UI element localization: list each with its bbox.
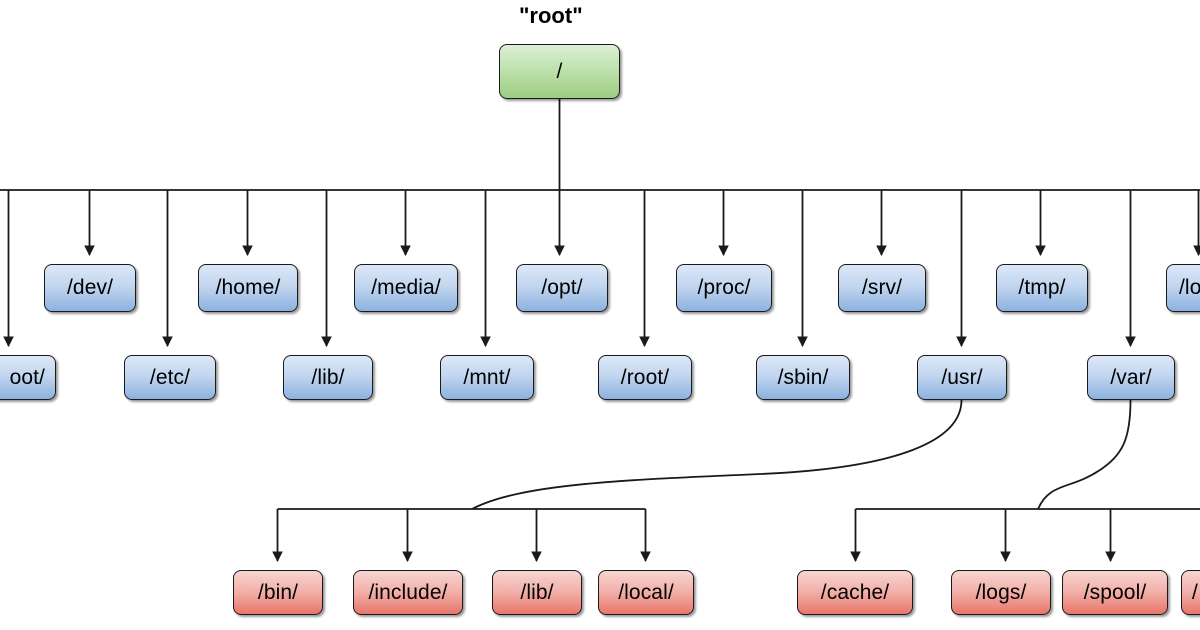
node-lost-found[interactable]: /lo <box>1166 264 1200 312</box>
node-var[interactable]: /var/ <box>1087 355 1175 400</box>
node-root-dir[interactable]: /root/ <box>598 355 692 400</box>
node-usr-local[interactable]: /local/ <box>598 570 694 615</box>
node-tmp[interactable]: /tmp/ <box>996 264 1088 312</box>
node-var-logs[interactable]: /logs/ <box>951 570 1051 615</box>
node-sbin[interactable]: /sbin/ <box>756 355 850 400</box>
node-var-last[interactable]: / <box>1181 570 1200 615</box>
node-home[interactable]: /home/ <box>198 264 298 312</box>
node-usr[interactable]: /usr/ <box>917 355 1007 400</box>
node-usr-include[interactable]: /include/ <box>353 570 463 615</box>
edge-var-to-children <box>1037 399 1132 510</box>
node-usr-lib[interactable]: /lib/ <box>492 570 582 615</box>
node-proc[interactable]: /proc/ <box>676 264 772 312</box>
node-var-spool[interactable]: /spool/ <box>1062 570 1168 615</box>
node-srv[interactable]: /srv/ <box>838 264 926 312</box>
node-root[interactable]: / <box>499 44 620 99</box>
node-var-cache[interactable]: /cache/ <box>797 570 913 615</box>
edge-usr-to-children <box>471 399 963 510</box>
node-lib[interactable]: /lib/ <box>283 355 373 400</box>
root-caption: "root" <box>519 3 583 28</box>
node-dev[interactable]: /dev/ <box>44 264 136 312</box>
node-usr-bin[interactable]: /bin/ <box>233 570 323 615</box>
node-media[interactable]: /media/ <box>354 264 458 312</box>
node-opt[interactable]: /opt/ <box>516 264 608 312</box>
node-mnt[interactable]: /mnt/ <box>440 355 534 400</box>
node-etc[interactable]: /etc/ <box>124 355 216 400</box>
node-boot[interactable]: oot/ <box>0 355 56 400</box>
